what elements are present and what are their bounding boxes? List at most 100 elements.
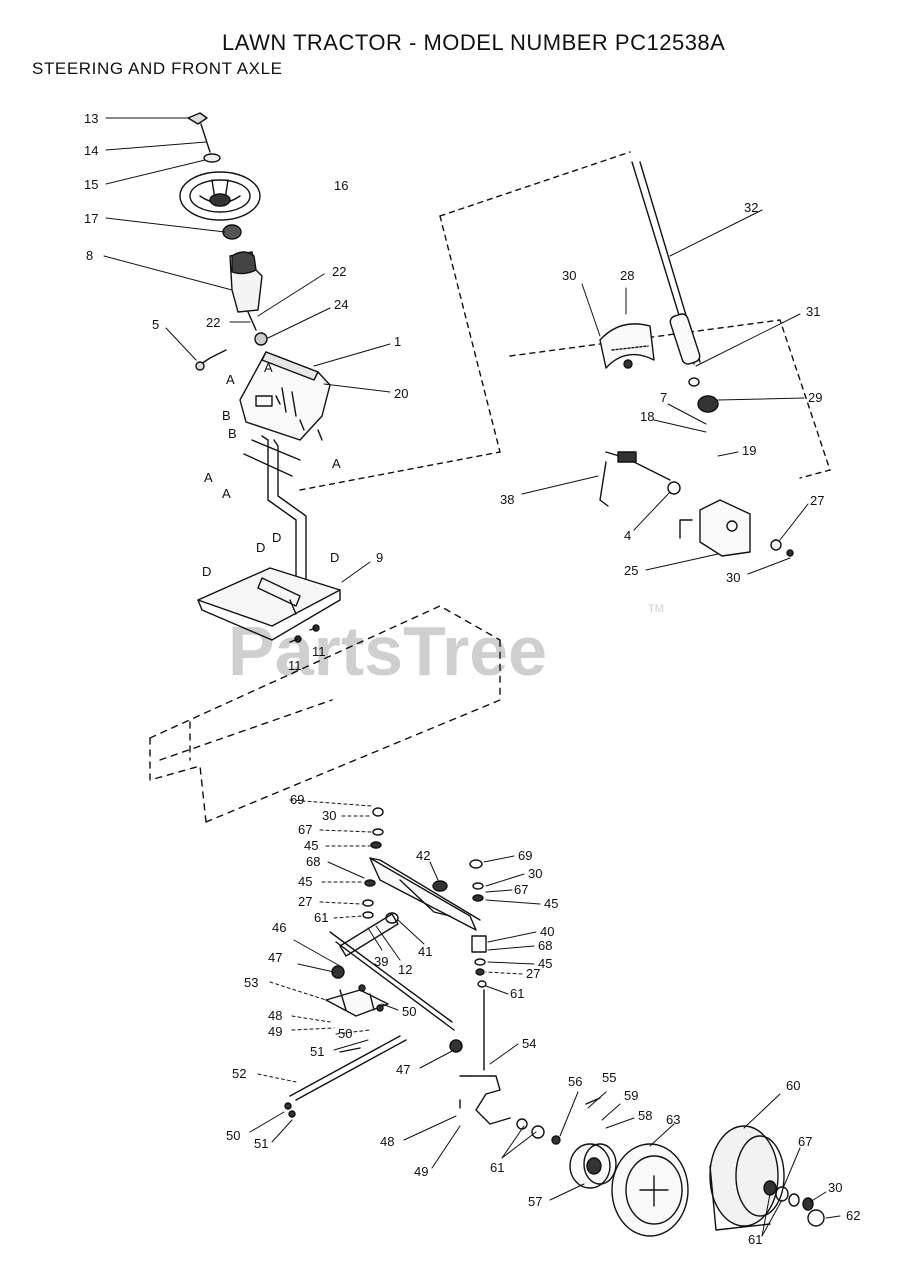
callout-48-bottom: 48 [380,1134,394,1149]
callout-11-right: 11 [312,644,326,659]
callout-38: 38 [500,492,514,507]
callout-A-1: A [226,372,235,387]
callout-69-left: 69 [290,792,304,807]
callout-27-right: 27 [526,966,540,981]
callout-68-left: 68 [306,854,320,869]
callout-55: 55 [602,1070,616,1085]
callout-B-2: B [228,426,237,441]
steering-shaft [261,435,307,587]
axle-hardware-right [469,859,487,988]
callout-56: 56 [568,1074,582,1089]
callout-41: 41 [418,944,432,959]
callout-51-top: 51 [310,1044,324,1059]
tie-shaft [599,451,671,507]
callout-5: 5 [152,317,159,332]
wheel-hub [569,1143,617,1189]
nut [770,539,782,551]
gear-outline-dashed [299,151,831,491]
callout-61-right: 61 [510,986,524,1001]
section-title: STEERING AND FRONT AXLE [32,59,283,78]
callout-30-right: 30 [528,866,542,881]
callout-45-right-bottom: 45 [538,956,552,971]
callout-69-right: 69 [518,848,532,863]
callout-A-5: A [222,486,231,501]
callout-62: 62 [846,1208,860,1223]
callout-30-top: 30 [562,268,576,283]
callout-45-left-top: 45 [304,838,318,853]
axle-hardware-left [362,807,384,919]
callout-39: 39 [374,954,388,969]
callout-45-left-bottom: 45 [298,874,312,889]
callout-12: 12 [398,962,412,977]
axle-housing-bracket [679,499,751,557]
callout-22-top: 22 [332,264,346,279]
callout-42: 42 [416,848,430,863]
wheel-rim [611,1143,689,1237]
callout-53: 53 [244,975,258,990]
callout-27-left: 27 [298,894,312,909]
callout-D-4: D [330,550,339,565]
callout-28: 28 [620,268,634,283]
callout-8: 8 [86,248,93,263]
steering-bracket [325,984,389,1017]
screw [195,349,227,371]
callout-32: 32 [744,200,758,215]
front-axle [369,857,481,931]
callout-D-3: D [272,530,281,545]
callout-59: 59 [624,1088,638,1103]
callout-67-wheel: 67 [798,1134,812,1149]
callout-A-3: A [332,456,341,471]
steering-wheel [179,171,261,221]
callout-57: 57 [528,1194,542,1209]
callout-47-top: 47 [268,950,282,965]
pinion-gear [688,377,719,413]
bolts [289,624,320,643]
callout-47-bottom: 47 [396,1062,410,1077]
callout-D-1: D [202,564,211,579]
callout-labels: 13 14 15 16 17 8 22 22 24 5 1 20 A A A A… [84,111,860,1247]
leader-lines [103,117,841,1237]
callout-22-left: 22 [206,315,220,330]
spindle [459,989,511,1125]
callout-30-left: 30 [322,808,336,823]
tie-rod [289,1035,407,1101]
steering-wheel-insert [203,153,221,163]
callout-50-bottom: 50 [226,1128,240,1143]
callout-A-2: A [264,360,273,375]
bushing [254,332,268,346]
callout-45-right-top: 45 [544,896,558,911]
callout-13: 13 [84,111,98,126]
callout-7: 7 [660,390,667,405]
callout-60: 60 [786,1078,800,1093]
steering-adapter [222,224,242,240]
clip [786,549,794,557]
callout-50-mid: 50 [338,1026,352,1041]
callout-27-top: 27 [810,493,824,508]
steering-sector-gear [599,323,655,369]
frame-outline [149,605,501,823]
callout-68-right: 68 [538,938,552,953]
callout-49-bottom: 49 [414,1164,428,1179]
callout-51-bottom: 51 [254,1136,268,1151]
callout-1: 1 [394,334,401,349]
callout-25: 25 [624,563,638,578]
callout-30-mid: 30 [726,570,740,585]
callout-24: 24 [334,297,348,312]
callout-54: 54 [522,1036,536,1051]
front-tire [709,1125,785,1231]
callout-61-left: 61 [314,910,328,925]
callout-D-2: D [256,540,265,555]
steering-column-cover [229,251,263,313]
callout-46: 46 [272,920,286,935]
callout-40: 40 [540,924,554,939]
callout-63: 63 [666,1112,680,1127]
callout-18: 18 [640,409,654,424]
callout-A-4: A [204,470,213,485]
callout-52: 52 [232,1066,246,1081]
callout-61-hub: 61 [490,1160,504,1175]
drag-link [329,931,455,1031]
callout-17: 17 [84,211,98,226]
page-title: LAWN TRACTOR - MODEL NUMBER PC12538A [222,30,726,55]
callout-67-left: 67 [298,822,312,837]
callout-15: 15 [84,177,98,192]
